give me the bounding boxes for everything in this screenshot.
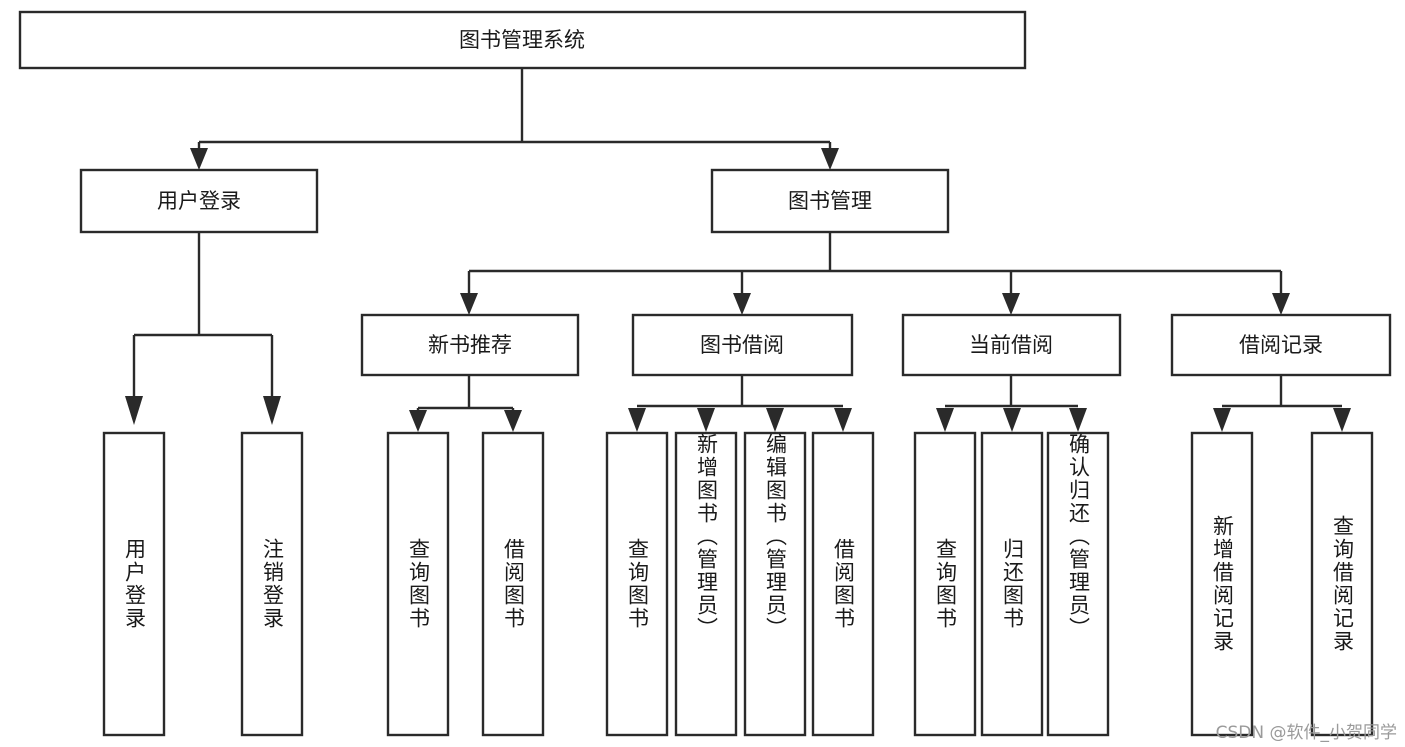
connectors-root-to-level2: [190, 68, 839, 170]
arrow-head-bookborrow: [733, 293, 751, 315]
leaf-box-bookborrow-1[interactable]: [674, 431, 738, 737]
arrow-head-leaf-bookborrow-2: [766, 408, 784, 432]
node-book-borrow-label: 图书借阅: [700, 333, 784, 357]
arrow-head-currentborrow: [1002, 293, 1020, 315]
node-new-book-rec[interactable]: [360, 313, 580, 377]
leaf-box-bookborrow-2[interactable]: [743, 431, 807, 737]
node-new-book-rec-label: 新书推荐: [428, 333, 512, 357]
connectors-bookborrow-to-leaves: [628, 375, 852, 432]
arrow-head-leaf-borrowrecord-0: [1213, 408, 1231, 432]
leaf-box-currentborrow-1[interactable]: [980, 431, 1044, 737]
arrow-head-leaf-newbook-0: [409, 410, 427, 432]
connectors-newbook-to-leaves: [409, 375, 522, 432]
connectors-borrowrecord-to-leaves: [1213, 375, 1351, 432]
arrow-head-leaf-user-login-1: [263, 396, 281, 425]
node-book-manage-label: 图书管理: [788, 189, 872, 213]
arrow-head-leaf-bookborrow-3: [834, 408, 852, 432]
arrow-head-leaf-borrowrecord-1: [1333, 408, 1351, 432]
watermark-label: CSDN @软件_小贺同学: [1215, 723, 1397, 743]
arrow-head-leaf-currentborrow-0: [936, 408, 954, 432]
node-user-login[interactable]: [79, 168, 319, 234]
leaf-box-newbook-0[interactable]: [386, 431, 450, 737]
arrow-head-leaf-user-login-0: [125, 396, 143, 425]
leaf-box-currentborrow-2[interactable]: [1046, 431, 1110, 737]
connectors-currentborrow-to-leaves: [936, 375, 1087, 432]
node-book-manage[interactable]: [710, 168, 950, 234]
arrow-head-user-login: [190, 148, 208, 170]
arrow-head-leaf-bookborrow-0: [628, 408, 646, 432]
arrow-head-leaf-currentborrow-1: [1003, 408, 1021, 432]
node-book-borrow[interactable]: [631, 313, 854, 377]
arrow-head-leaf-currentborrow-2: [1069, 408, 1087, 432]
arrow-head-borrowrecord: [1272, 293, 1290, 315]
leaf-box-bookborrow-3[interactable]: [811, 431, 875, 737]
node-borrow-record-label: 借阅记录: [1239, 333, 1323, 357]
node-current-borrow-label: 当前借阅: [969, 333, 1053, 357]
leaf-box-borrowrecord-0[interactable]: [1190, 431, 1254, 737]
node-user-login-label: 用户登录: [157, 189, 241, 213]
leaf-box-user-login-1[interactable]: [240, 431, 304, 737]
arrow-head-newbook: [460, 293, 478, 315]
connectors-book-manage-to-level3: [460, 232, 1290, 315]
node-root-label: 图书管理系统: [459, 28, 585, 52]
leaf-box-newbook-1[interactable]: [481, 431, 545, 737]
leaf-box-bookborrow-0[interactable]: [605, 431, 669, 737]
arrow-head-leaf-bookborrow-1: [697, 408, 715, 432]
leaf-box-user-login-0[interactable]: [102, 431, 166, 737]
connectors-user-login-to-leaves: [125, 232, 281, 425]
leaf-box-currentborrow-0[interactable]: [913, 431, 977, 737]
arrow-head-book-manage: [821, 148, 839, 170]
node-current-borrow[interactable]: [901, 313, 1122, 377]
node-root[interactable]: [18, 10, 1027, 70]
node-borrow-record[interactable]: [1170, 313, 1392, 377]
arrow-head-leaf-newbook-1: [504, 410, 522, 432]
leaf-box-borrowrecord-1[interactable]: [1310, 431, 1374, 737]
